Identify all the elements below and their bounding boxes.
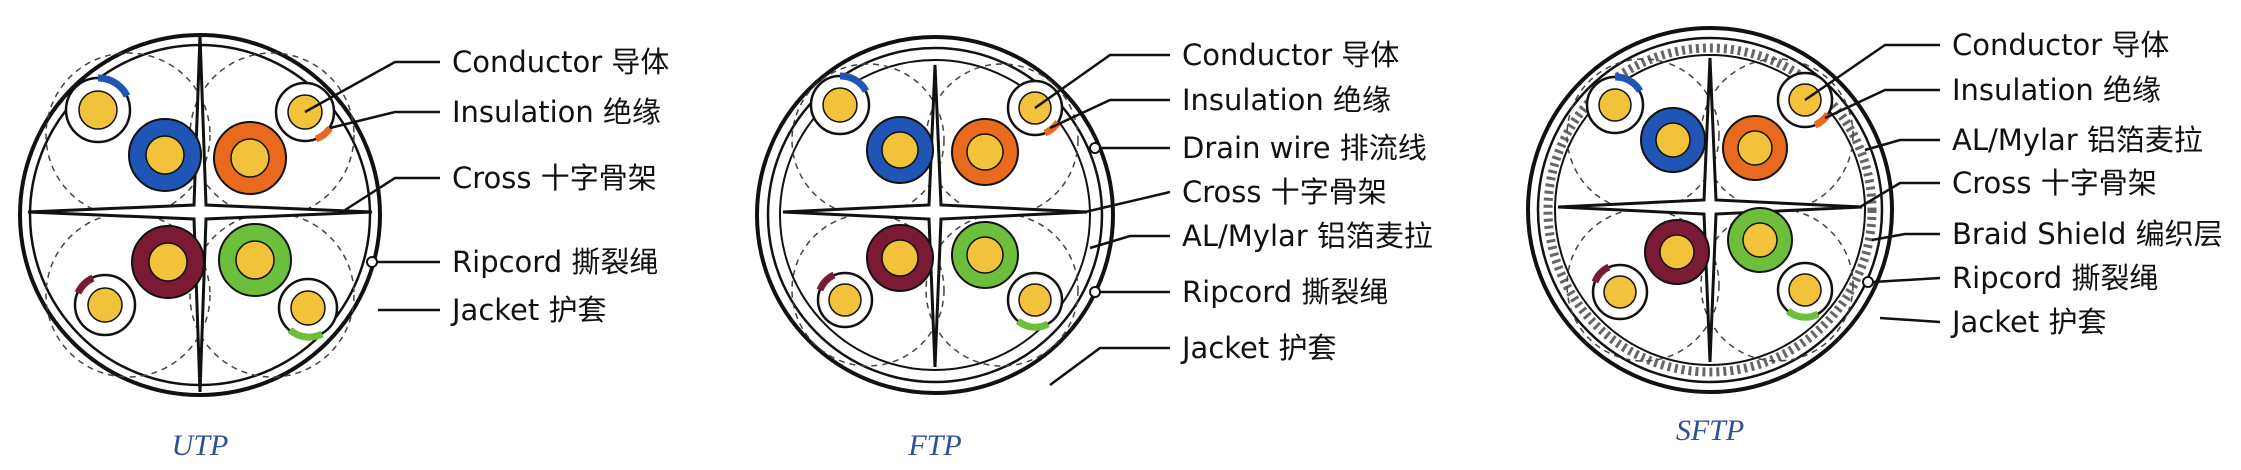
ftp-wire-maroon-white <box>816 271 874 329</box>
sftp-diagram: Conductor 导体 Insulation 绝缘 AL/Mylar 铝箔麦拉… <box>1526 26 2223 447</box>
sftp-label-ripcord: Ripcord 撕裂绳 <box>1952 261 2158 295</box>
ftp-caption: FTP <box>907 429 961 462</box>
sftp-wire-blue <box>1640 107 1706 173</box>
sftp-wire-green <box>1727 207 1793 273</box>
utp-wire-green-white <box>277 277 339 341</box>
sftp-wire-green-white <box>1776 261 1834 321</box>
sftp-leader-lines <box>1804 43 1941 324</box>
utp-wire-blue <box>128 118 202 192</box>
utp-wire-maroon <box>131 225 205 299</box>
utp-wire-blue-white <box>64 74 132 144</box>
sftp-cross-filler <box>1557 57 1863 363</box>
ftp-conductors <box>809 72 1064 331</box>
utp-wire-maroon-white <box>73 273 137 337</box>
ftp-wire-green-white <box>1006 271 1064 331</box>
utp-label-ripcord: Ripcord 撕裂绳 <box>452 245 658 279</box>
sftp-label-braid-shield: Braid Shield 编织层 <box>1952 217 2223 251</box>
sftp-labels: Conductor 导体 Insulation 绝缘 AL/Mylar 铝箔麦拉… <box>1950 28 2223 339</box>
sftp-ripcord <box>1862 276 1874 288</box>
ftp-wire-maroon <box>866 224 934 292</box>
ftp-al-mylar-shield <box>779 59 1091 371</box>
ftp-jacket-inner <box>766 46 1104 384</box>
ftp-label-ripcord: Ripcord 撕裂绳 <box>1182 275 1388 309</box>
sftp-wire-blue-white <box>1585 73 1645 135</box>
ftp-label-insulation: Insulation 绝缘 <box>1182 83 1391 117</box>
utp-ripcord <box>366 256 378 268</box>
ftp-label-cross: Cross 十字骨架 <box>1182 175 1387 209</box>
sftp-wire-orange <box>1722 115 1788 181</box>
sftp-label-insulation: Insulation 绝缘 <box>1952 73 2161 107</box>
sftp-label-al-mylar: AL/Mylar 铝箔麦拉 <box>1952 123 2203 157</box>
utp-label-jacket: Jacket 护套 <box>450 293 606 327</box>
utp-wire-green <box>218 223 292 297</box>
ftp-label-conductor: Conductor 导体 <box>1182 38 1399 72</box>
utp-cross-filler <box>27 34 373 393</box>
ftp-drain-wire <box>1089 142 1101 154</box>
utp-leader-lines <box>304 60 440 312</box>
sftp-wire-maroon <box>1644 219 1710 285</box>
sftp-conductors <box>1585 71 1834 321</box>
utp-caption: UTP <box>172 429 229 462</box>
utp-label-cross: Cross 十字骨架 <box>452 161 657 195</box>
ftp-wire-orange <box>951 118 1019 186</box>
ftp-cross-filler <box>782 64 1088 368</box>
ftp-wire-blue <box>866 116 934 184</box>
ftp-diagram: Conductor 导体 Insulation 绝缘 Drain wire 排流… <box>755 35 1433 462</box>
ftp-labels: Conductor 导体 Insulation 绝缘 Drain wire 排流… <box>1180 38 1433 365</box>
sftp-wire-maroon-white <box>1591 263 1649 321</box>
utp-label-insulation: Insulation 绝缘 <box>452 95 661 129</box>
sftp-caption: SFTP <box>1676 414 1744 447</box>
sftp-label-cross: Cross 十字骨架 <box>1952 166 2157 200</box>
ftp-label-jacket: Jacket 护套 <box>1180 331 1336 365</box>
ftp-wire-green <box>951 221 1019 289</box>
sftp-label-jacket: Jacket 护套 <box>1950 305 2106 339</box>
utp-label-conductor: Conductor 导体 <box>452 45 669 79</box>
utp-labels: Conductor 导体 Insulation 绝缘 Cross 十字骨架 Ri… <box>450 45 669 327</box>
ftp-wire-blue-white <box>809 72 871 136</box>
ftp-leader-lines <box>1034 53 1171 387</box>
utp-wire-orange <box>213 121 287 195</box>
sftp-al-mylar-shield <box>1554 54 1866 366</box>
sftp-label-conductor: Conductor 导体 <box>1952 28 2169 62</box>
utp-diagram: Conductor 导体 Insulation 绝缘 Cross 十字骨架 Ri… <box>18 33 669 462</box>
ftp-label-al-mylar: AL/Mylar 铝箔麦拉 <box>1182 219 1433 253</box>
sftp-jacket-inner <box>1536 36 1884 384</box>
sftp-braid-shield <box>1543 43 1877 377</box>
ftp-label-drain-wire: Drain wire 排流线 <box>1182 131 1427 165</box>
ftp-ripcord <box>1089 286 1101 298</box>
